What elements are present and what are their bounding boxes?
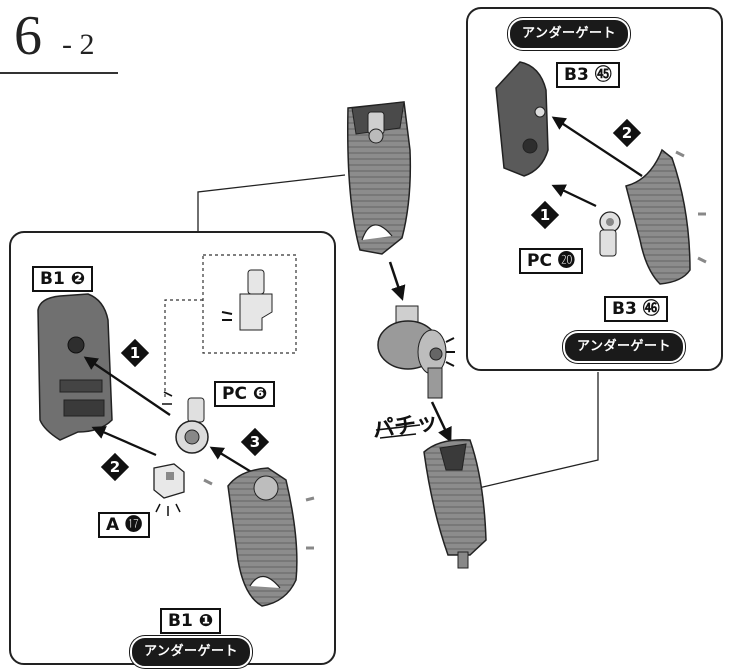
label-b3-56: B3 ㊻: [604, 296, 668, 322]
arrow-icon: [91, 426, 157, 457]
arrow-icon: [430, 401, 452, 443]
label-a-17: A ⓱: [98, 512, 151, 538]
label-b1-1: B1 ❶: [160, 608, 222, 634]
center-upper-leg-part: [347, 101, 412, 255]
arrow-icon: [551, 184, 597, 208]
zoom-detail-box: [202, 254, 297, 354]
step-badge-1-right: 1: [530, 200, 560, 230]
center-lower-leg-part: [423, 439, 487, 569]
step-number: 6: [14, 5, 42, 67]
under-gate-badge: アンダーゲート: [132, 638, 250, 666]
snap-mark-icon: [379, 433, 417, 439]
step-sub-number: - 2: [62, 28, 95, 61]
arrow-icon: [388, 261, 406, 301]
label-pc-6: PC ❻: [214, 381, 276, 407]
pc-joint-zoom-illustration: [221, 269, 273, 331]
step-badge-2-right: 2: [612, 118, 642, 148]
pc-6-joint-illustration: [162, 391, 209, 454]
snap-mark-icon: [375, 424, 421, 431]
arrow-icon: [83, 356, 171, 416]
connector-line-left: [197, 174, 346, 232]
part-b1-2-illustration: [37, 293, 113, 441]
right-detail-panel: [466, 7, 723, 371]
label-b1-2: B1 ❷: [32, 266, 94, 292]
center-knee-joint-part: [377, 305, 455, 399]
step-badge-1: 1: [120, 338, 150, 368]
part-b3-55-illustration: [495, 61, 549, 177]
part-b1-1-illustration: [203, 467, 315, 607]
step-badge-3: 3: [240, 427, 270, 457]
under-gate-badge-bottom: アンダーゲート: [565, 333, 683, 361]
step-badge-2: 2: [100, 452, 130, 482]
connector-line-right: [469, 372, 599, 491]
zoom-leader-line: [164, 299, 203, 398]
part-b3-56-illustration: [625, 148, 707, 285]
label-b3-55: B3 ㊺: [556, 62, 620, 88]
label-pc-20: PC ⓴: [519, 248, 583, 274]
step-underline: [0, 72, 118, 74]
arrow-icon: [551, 116, 643, 177]
pc-20-joint-illustration: [599, 211, 621, 257]
part-a-17-illustration: [153, 463, 185, 516]
under-gate-badge-top: アンダーゲート: [510, 20, 628, 48]
